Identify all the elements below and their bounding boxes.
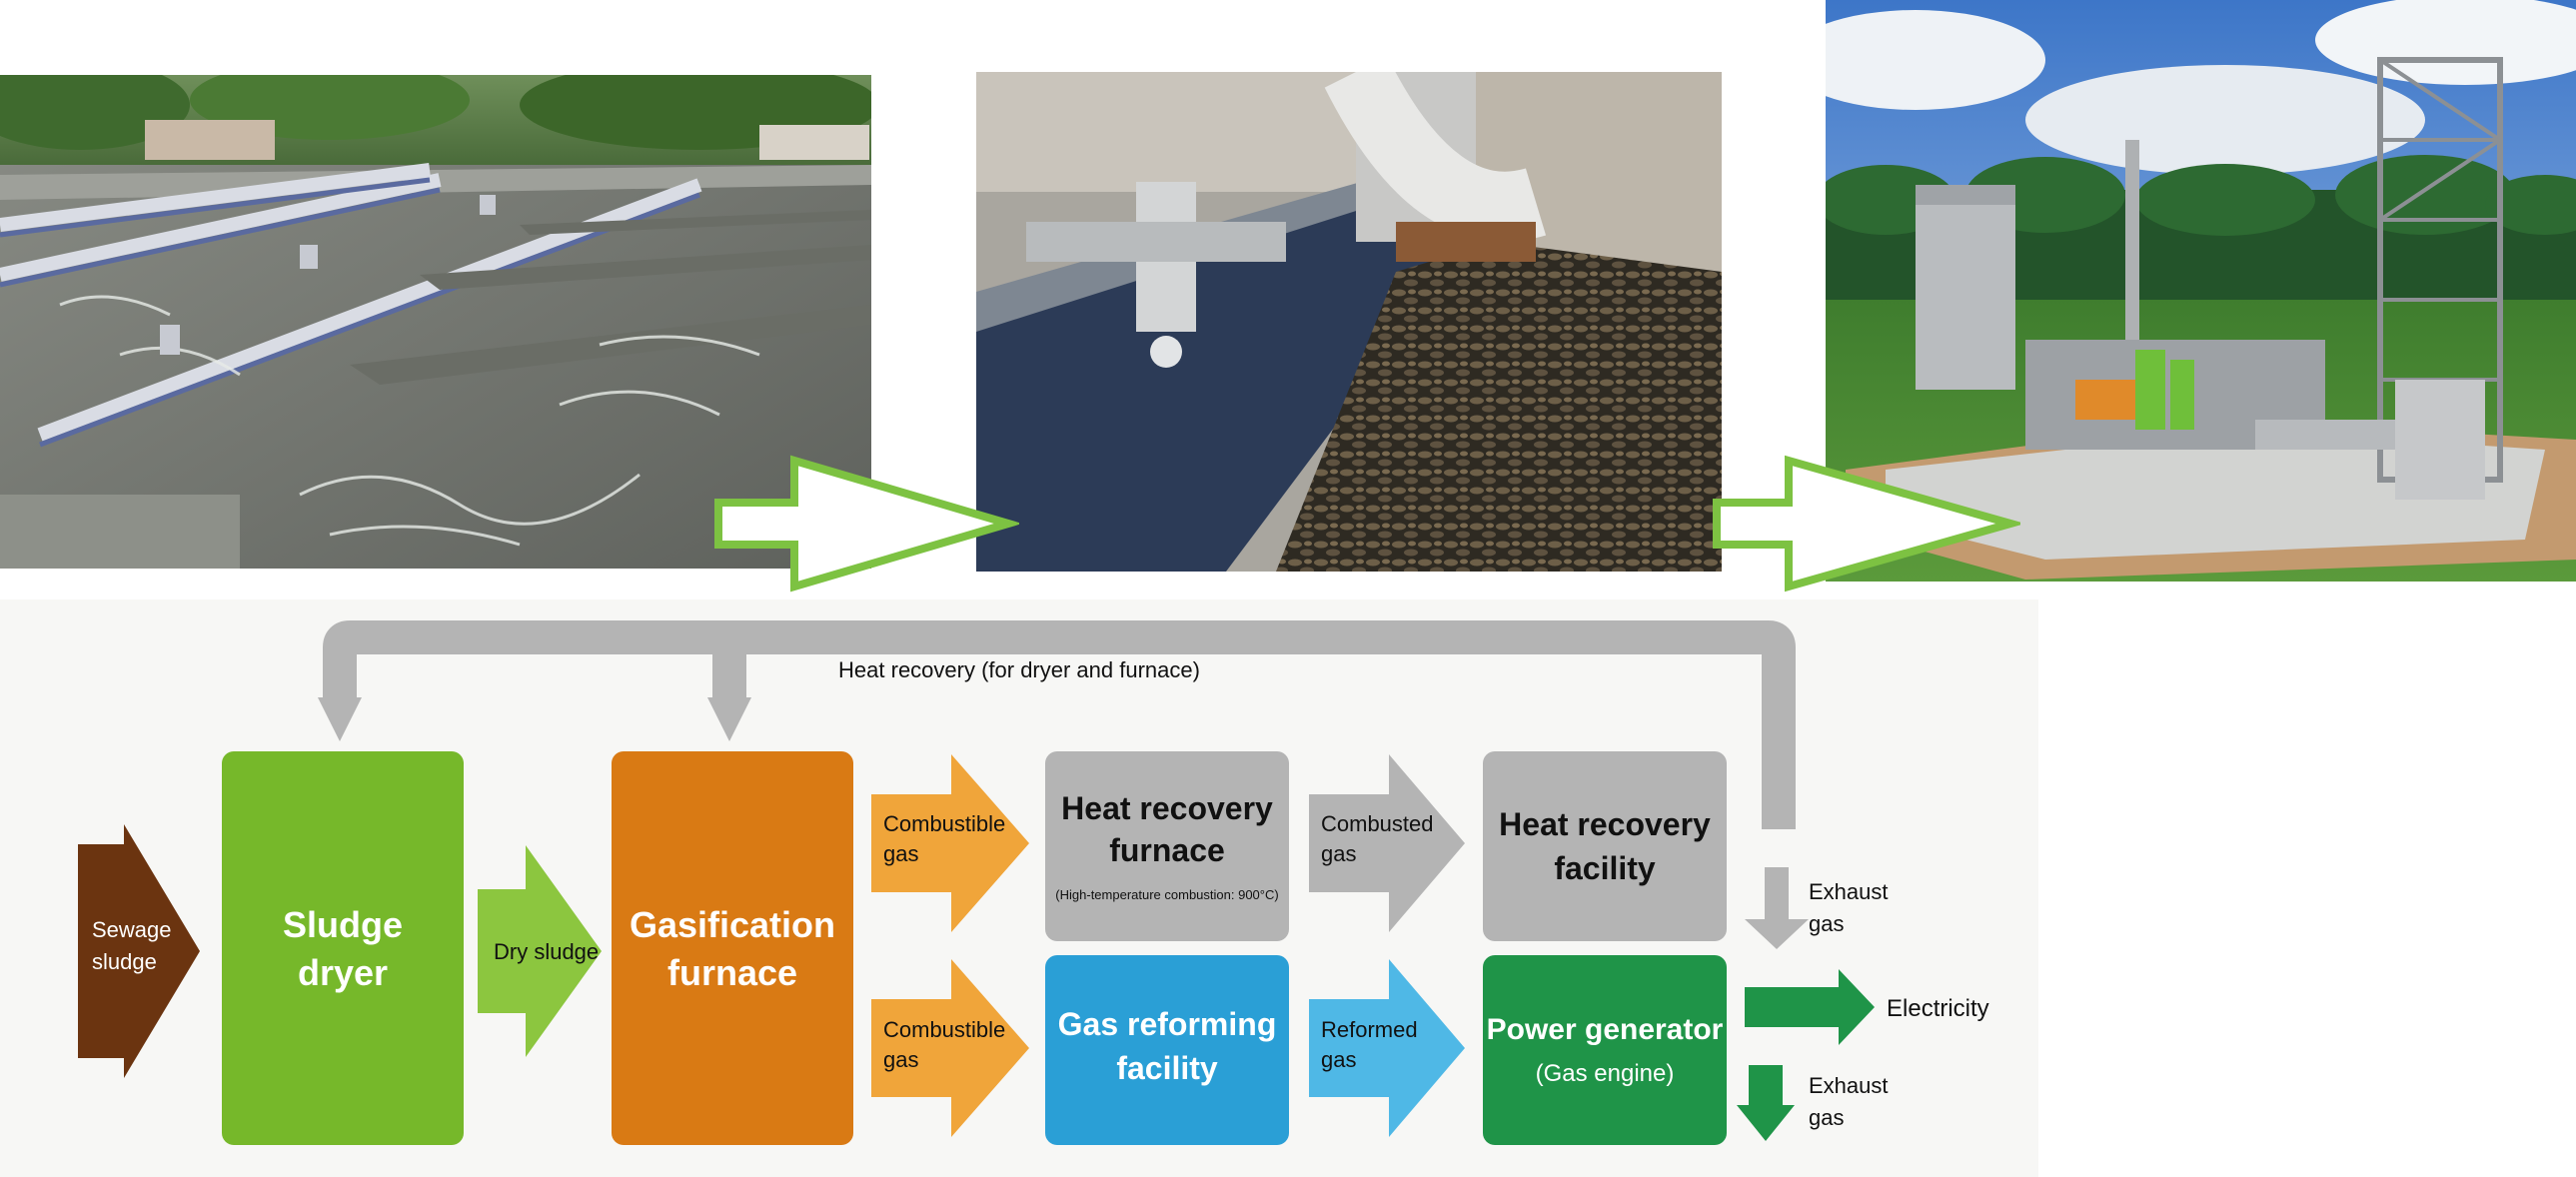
heat-recovery-furnace-label-2: furnace — [1109, 832, 1225, 868]
dry-sludge-arrow: Dry sludge — [478, 845, 602, 1057]
heat-recovery-facility-label-2: facility — [1554, 850, 1656, 886]
sewage-sludge-label-2: sludge — [92, 949, 157, 974]
heat-recovery-loop-arrow: Heat recovery (for dryer and furnace) — [318, 620, 1796, 829]
arrow-photo-1-to-2-icon — [714, 455, 1019, 592]
sewage-treatment-basins-photo — [0, 75, 871, 569]
sewage-sludge-label-1: Sewage — [92, 917, 172, 942]
heat-recovery-facility-label-1: Heat recovery — [1499, 806, 1711, 842]
combustible-gas-top-label-2: gas — [883, 841, 918, 866]
exhaust-gas-top-arrow: Exhaust gas — [1745, 867, 1889, 949]
electricity-arrow: Electricity — [1745, 969, 1989, 1045]
power-generator-note: (Gas engine) — [1536, 1060, 1675, 1087]
electricity-label: Electricity — [1887, 995, 1989, 1022]
exhaust-gas-bottom-label-1: Exhaust — [1809, 1073, 1889, 1098]
combustible-gas-bottom-arrow: Combustible gas — [871, 959, 1029, 1137]
combusted-gas-arrow: Combusted gas — [1309, 754, 1465, 932]
reformed-gas-label-1: Reformed — [1321, 1017, 1418, 1042]
gas-reforming-facility-label-1: Gas reforming — [1058, 1006, 1277, 1042]
combustible-gas-top-label-1: Combustible — [883, 811, 1005, 836]
gas-reforming-facility-label-2: facility — [1116, 1050, 1218, 1086]
combusted-gas-label-1: Combusted — [1321, 811, 1434, 836]
gasification-power-plant-photo — [1826, 0, 2576, 582]
exhaust-gas-bottom-label-2: gas — [1809, 1105, 1844, 1130]
heat-recovery-facility-box: Heat recovery facility — [1483, 751, 1727, 941]
heat-recovery-furnace-label-1: Heat recovery — [1061, 790, 1273, 826]
heat-recovery-loop-label: Heat recovery (for dryer and furnace) — [838, 657, 1200, 682]
heat-recovery-furnace-note: (High-temperature combustion: 900°C) — [1055, 887, 1278, 902]
gas-reforming-facility-box: Gas reforming facility — [1045, 955, 1289, 1145]
exhaust-gas-top-label-1: Exhaust — [1809, 879, 1889, 904]
sludge-gasification-flow-diagram: Heat recovery (for dryer and furnace) Se… — [0, 599, 2038, 1177]
sludge-dryer-box: Sludge dryer — [222, 751, 464, 1145]
dry-sludge-label: Dry sludge — [494, 939, 599, 964]
sewage-sludge-input-arrow: Sewage sludge — [78, 824, 200, 1078]
sludge-dryer-label-2: dryer — [298, 952, 388, 993]
exhaust-gas-top-label-2: gas — [1809, 911, 1844, 936]
dried-sludge-pellets-photo — [976, 72, 1722, 572]
power-generator-box: Power generator (Gas engine) — [1483, 955, 1727, 1145]
exhaust-gas-bottom-arrow: Exhaust gas — [1737, 1065, 1889, 1141]
reformed-gas-label-2: gas — [1321, 1047, 1356, 1072]
gasification-furnace-box: Gasification furnace — [612, 751, 853, 1145]
combustible-gas-bottom-label-2: gas — [883, 1047, 918, 1072]
gasification-furnace-label-2: furnace — [667, 952, 797, 993]
combustible-gas-top-arrow: Combustible gas — [871, 754, 1029, 932]
combusted-gas-label-2: gas — [1321, 841, 1356, 866]
reformed-gas-arrow: Reformed gas — [1309, 959, 1465, 1137]
heat-recovery-furnace-box: Heat recovery furnace (High-temperature … — [1045, 751, 1289, 941]
sludge-dryer-label-1: Sludge — [283, 904, 403, 945]
gasification-furnace-label-1: Gasification — [630, 904, 835, 945]
combustible-gas-bottom-label-1: Combustible — [883, 1017, 1005, 1042]
arrow-photo-2-to-3-icon — [1713, 455, 2020, 592]
power-generator-label: Power generator — [1487, 1013, 1724, 1046]
